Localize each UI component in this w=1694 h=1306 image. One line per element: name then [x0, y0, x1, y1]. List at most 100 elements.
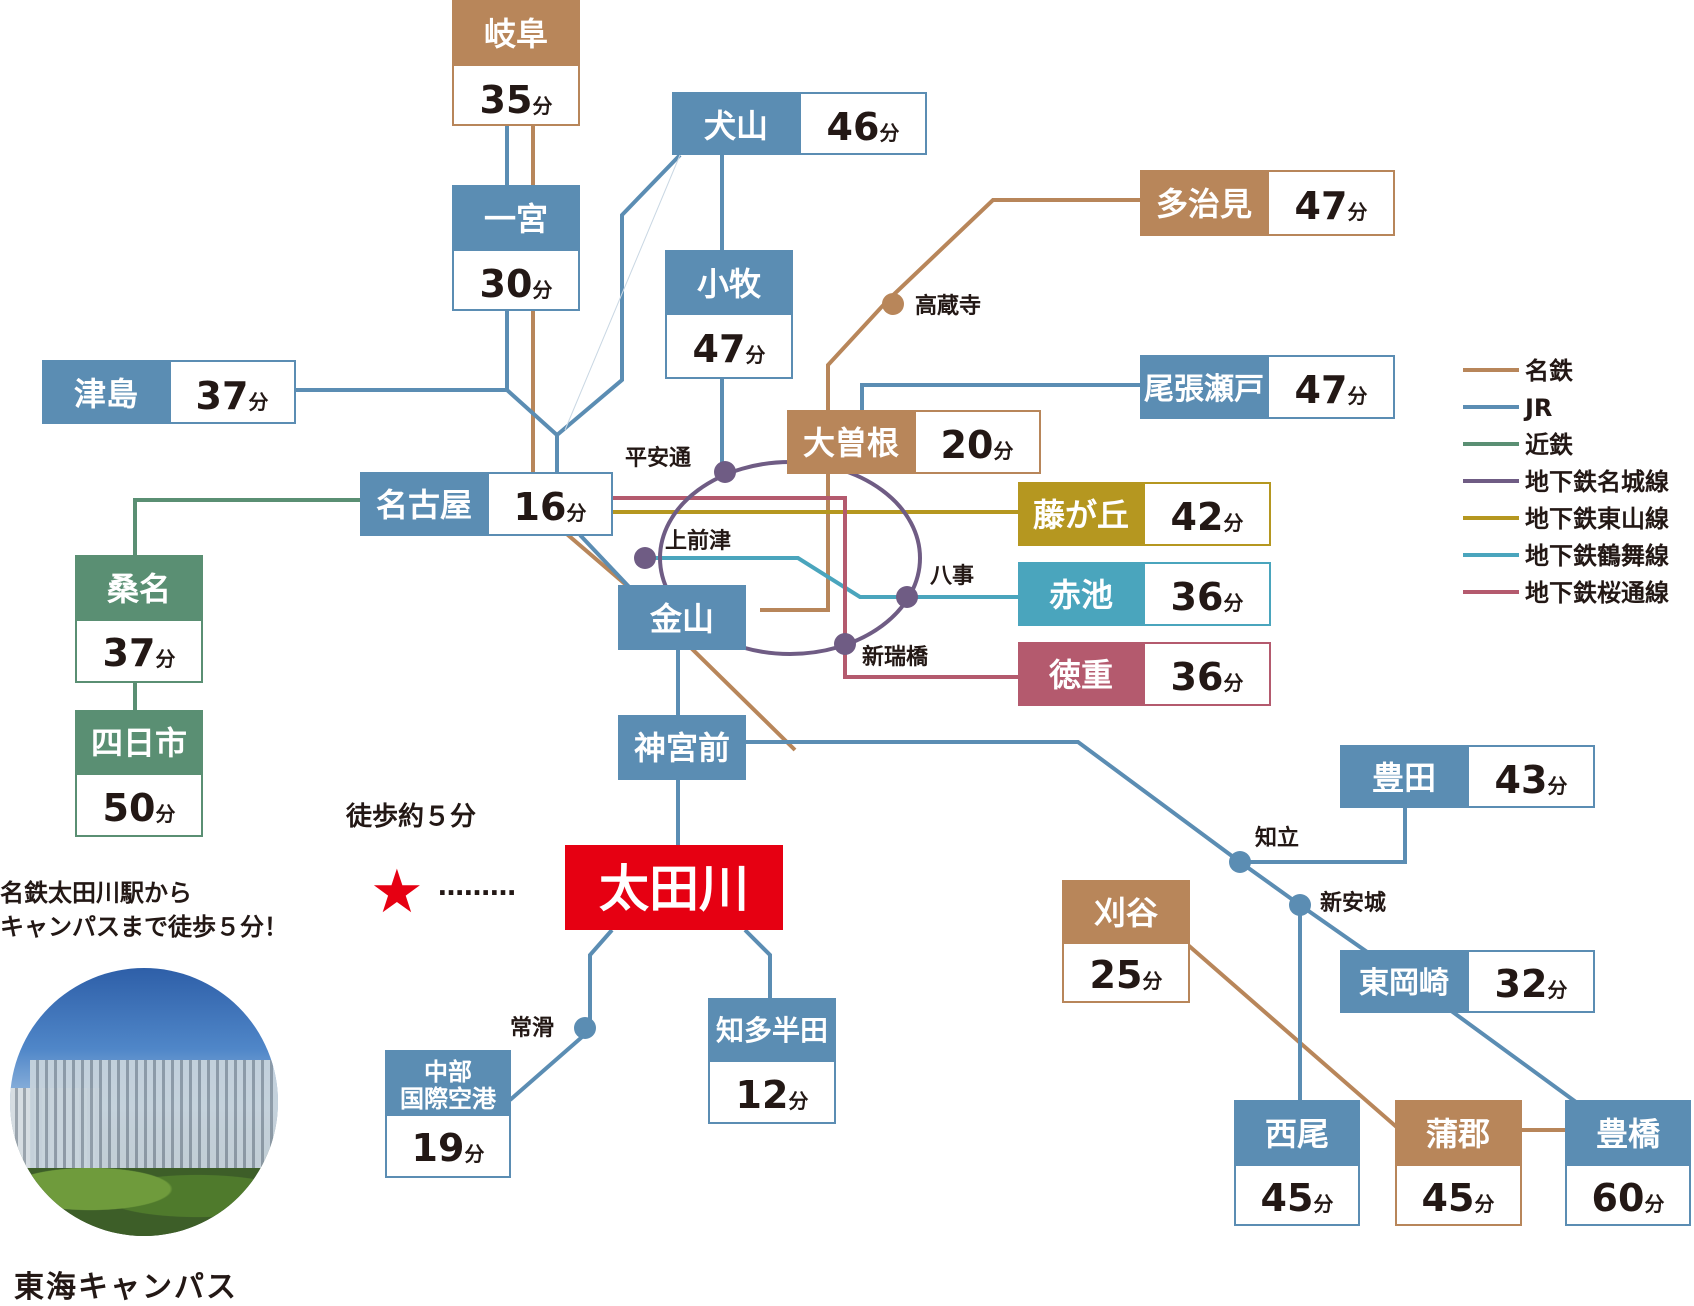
- station-nishio: 西尾 45分: [1234, 1100, 1360, 1226]
- legend-label-2: 近鉄: [1525, 431, 1573, 459]
- label-kamimaezu: 上前津: [665, 528, 731, 554]
- label-heiando: 平安通: [625, 445, 691, 471]
- svg-text:42分: 42分: [1171, 495, 1244, 539]
- svg-text:35分: 35分: [480, 78, 553, 122]
- station-kanayama-name: 金山: [649, 600, 714, 638]
- line-tsurumai: [645, 556, 1018, 599]
- campus-note-line1: 名鉄太田川駅から: [0, 879, 192, 907]
- station-otagawa-name: 太田川: [599, 860, 749, 918]
- walk-dots: ………: [438, 872, 516, 902]
- station-chitahanda-unit: 分: [788, 1089, 808, 1113]
- svg-text:19分: 19分: [412, 1126, 485, 1170]
- svg-text:16分: 16分: [514, 485, 587, 529]
- station-komaki: 小牧 47分: [665, 250, 793, 379]
- station-inuyama-unit: 分: [879, 121, 899, 145]
- station-kariya-name: 刈谷: [1094, 894, 1158, 932]
- station-akaike-name: 赤池: [1049, 576, 1113, 614]
- legend-label-5: 地下鉄鶴舞線: [1525, 542, 1669, 570]
- station-tokushige: 徳重 36分: [1018, 642, 1271, 706]
- station-ichinomiya-name: 一宮: [484, 200, 548, 238]
- legend-label-4: 地下鉄東山線: [1525, 505, 1669, 533]
- station-kanayama: 金山: [618, 585, 746, 650]
- station-centrair: 中部 国際空港 19分: [385, 1050, 511, 1178]
- station-kuwana-time: 37: [103, 631, 156, 675]
- station-tsushima: 津島 37分: [42, 360, 296, 424]
- station-ichinomiya: 一宮 30分: [452, 185, 580, 311]
- station-akaike: 赤池 36分: [1018, 562, 1271, 626]
- svg-text:50分: 50分: [103, 786, 176, 830]
- station-gifu-unit: 分: [532, 94, 552, 118]
- svg-text:20分: 20分: [941, 423, 1014, 467]
- station-centrair-unit: 分: [464, 1142, 484, 1166]
- dot-yagoto: [896, 586, 918, 608]
- svg-text:45分: 45分: [1261, 1176, 1334, 1220]
- station-tokushige-time: 36: [1171, 655, 1224, 699]
- svg-text:47分: 47分: [1295, 368, 1368, 412]
- station-kuwana-name: 桑名: [107, 570, 171, 608]
- station-akaike-time: 36: [1171, 575, 1224, 619]
- dot-takakuraji: [882, 293, 904, 315]
- label-shinmizuhashi: 新瑞橋: [862, 644, 929, 670]
- svg-text:47分: 47分: [693, 327, 766, 371]
- legend-label-6: 地下鉄桜通線: [1525, 579, 1669, 607]
- campus-note-line2: キャンパスまで徒歩５分！: [0, 913, 288, 941]
- station-gifu: 岐阜 35分: [452, 0, 580, 126]
- dot-shinanjo: [1289, 894, 1311, 916]
- station-toyohashi-time: 60: [1592, 1176, 1645, 1220]
- legend-label-0: 名鉄: [1525, 357, 1573, 385]
- station-tajimi-unit: 分: [1347, 200, 1367, 224]
- station-kuwana: 桑名 37分: [75, 555, 203, 683]
- station-toyohashi: 豊橋 60分: [1565, 1100, 1691, 1226]
- station-nishio-unit: 分: [1313, 1192, 1333, 1216]
- dot-chiryu: [1229, 851, 1251, 873]
- station-inuyama: 犬山 46分: [672, 92, 927, 155]
- svg-text:25分: 25分: [1090, 953, 1163, 997]
- svg-text:43分: 43分: [1495, 758, 1568, 802]
- station-nagoya-time: 16: [514, 485, 567, 529]
- svg-text:30分: 30分: [480, 262, 553, 306]
- legend-label-3: 地下鉄名城線: [1525, 468, 1669, 496]
- campus-note: 名鉄太田川駅から キャンパスまで徒歩５分！: [0, 876, 288, 944]
- station-yokkaichi-unit: 分: [155, 802, 175, 826]
- station-kuwana-unit: 分: [155, 647, 175, 671]
- line-jr-tokoname: [508, 928, 614, 1102]
- svg-text:36分: 36分: [1171, 655, 1244, 699]
- station-owariseto-time: 47: [1295, 368, 1348, 412]
- station-jingumae-name: 神宮前: [634, 729, 730, 767]
- station-ichinomiya-time: 30: [480, 262, 533, 306]
- station-tsushima-time: 37: [196, 374, 249, 418]
- station-centrair-time: 19: [412, 1126, 465, 1170]
- line-meitetsu-kariya-gamagori: [1186, 943, 1402, 1132]
- station-tsushima-unit: 分: [248, 390, 268, 414]
- station-ozone-name: 大曽根: [803, 424, 899, 462]
- station-toyohashi-unit: 分: [1644, 1192, 1664, 1216]
- station-nishio-time: 45: [1261, 1176, 1314, 1220]
- station-kariya: 刈谷 25分: [1062, 880, 1190, 1003]
- station-toyohashi-name: 豊橋: [1596, 1115, 1661, 1153]
- station-inuyama-name: 犬山: [704, 107, 768, 145]
- station-owariseto: 尾張瀬戸 47分: [1140, 355, 1395, 419]
- station-ozone-unit: 分: [993, 439, 1013, 463]
- dot-tokoname: [574, 1017, 596, 1039]
- station-fujigaoka: 藤が丘 42分: [1018, 482, 1271, 546]
- label-shinanjo: 新安城: [1320, 890, 1386, 916]
- station-toyota-time: 43: [1495, 758, 1548, 802]
- station-toyota: 豊田 43分: [1340, 745, 1595, 808]
- star-icon: ★: [370, 857, 424, 927]
- station-fujigaoka-time: 42: [1171, 495, 1224, 539]
- svg-text:32分: 32分: [1495, 962, 1568, 1006]
- svg-text:46分: 46分: [827, 105, 900, 149]
- station-nagoya-name: 名古屋: [376, 486, 472, 524]
- legend-label-1: JR: [1523, 394, 1552, 422]
- station-nagoya-unit: 分: [566, 501, 586, 525]
- station-jingumae: 神宮前: [618, 715, 746, 780]
- svg-text:60分: 60分: [1592, 1176, 1665, 1220]
- minor-station-dots: [574, 293, 1311, 1039]
- line-meitetsu-gifu: [531, 125, 797, 752]
- line-jr-nagoya-kanayama: [578, 533, 634, 592]
- station-gamagori: 蒲郡 45分: [1395, 1100, 1522, 1226]
- line-faint: [564, 154, 681, 431]
- line-jr-owariseto: [860, 383, 1140, 410]
- label-takakuraji: 高蔵寺: [915, 293, 981, 319]
- walk-label: 徒歩約５分: [345, 801, 476, 832]
